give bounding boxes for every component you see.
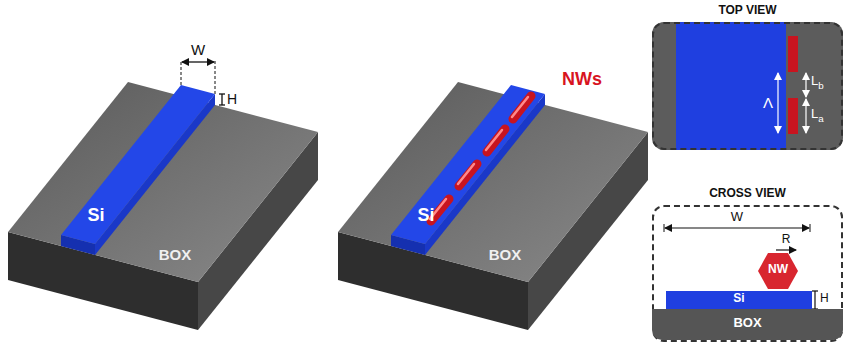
cross-view-panel: CROSS VIEWNWSiBOX [652, 205, 843, 342]
nanowire-hexagon: NW [758, 253, 798, 289]
period-label: Λ [763, 95, 773, 112]
panel-heading: TOP VIEW [654, 4, 841, 17]
nanowires [430, 96, 531, 221]
layer-label: BOX [652, 316, 843, 330]
dimension-label: R [782, 233, 791, 246]
dimension-label: H [820, 292, 829, 305]
layer-label: Si [666, 292, 812, 305]
panel-heading: CROSS VIEW [654, 187, 841, 200]
nanowire-label: NWs [562, 70, 602, 90]
layer-label: NW [758, 263, 798, 276]
waveguide-nw-3d [338, 82, 648, 330]
si-layer: Si [666, 291, 812, 309]
material-label: BOX [159, 247, 192, 264]
material-label: Si [417, 206, 434, 226]
dimension-label: W [191, 42, 205, 59]
box-layer: BOX [652, 309, 843, 340]
length-label: Lb [811, 74, 824, 91]
dimension-label: H [227, 92, 237, 107]
length-label: La [811, 107, 824, 124]
material-label: Si [87, 206, 104, 226]
waveguide-3d [8, 82, 318, 330]
dimension-label: W [731, 210, 743, 224]
material-label: BOX [489, 247, 522, 264]
